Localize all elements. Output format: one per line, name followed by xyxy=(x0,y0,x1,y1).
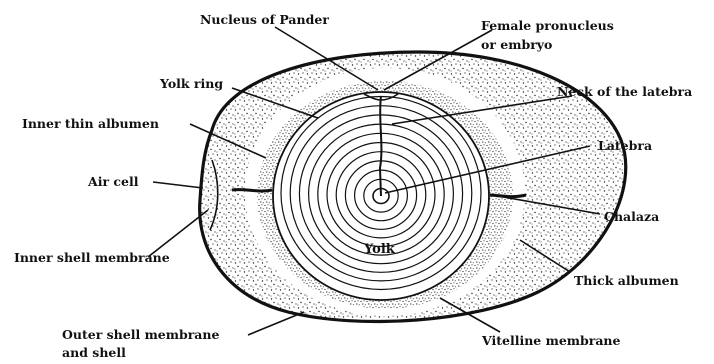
label-air-cell: Air cell xyxy=(87,174,139,189)
label-chalaza: Chalaza xyxy=(604,209,659,224)
label-inner-shell-membrane: Inner shell membrane xyxy=(14,250,170,265)
label-female-pronucleus-line2: or embryo xyxy=(481,37,552,52)
label-yolk: Yolk xyxy=(363,242,396,257)
label-outer-shell-membrane: Outer shell membrane xyxy=(62,327,219,342)
chalaza-right xyxy=(490,195,526,197)
label-female-pronucleus: Female pronucleus xyxy=(481,18,614,33)
label-vitelline-membrane: Vitelline membrane xyxy=(481,333,621,348)
label-latebra: Latebra xyxy=(598,138,652,153)
label-nucleus-of-pander: Nucleus of Pander xyxy=(200,12,329,27)
label-inner-thin-albumen: Inner thin albumen xyxy=(22,116,159,131)
label-neck-of-latebra: Neck of the latebra xyxy=(557,84,692,99)
label-yolk-ring: Yolk ring xyxy=(159,76,223,91)
label-thick-albumen: Thick albumen xyxy=(574,273,679,288)
chalaza-left xyxy=(232,190,272,191)
label-outer-shell-membrane-line2: and shell xyxy=(62,345,126,360)
